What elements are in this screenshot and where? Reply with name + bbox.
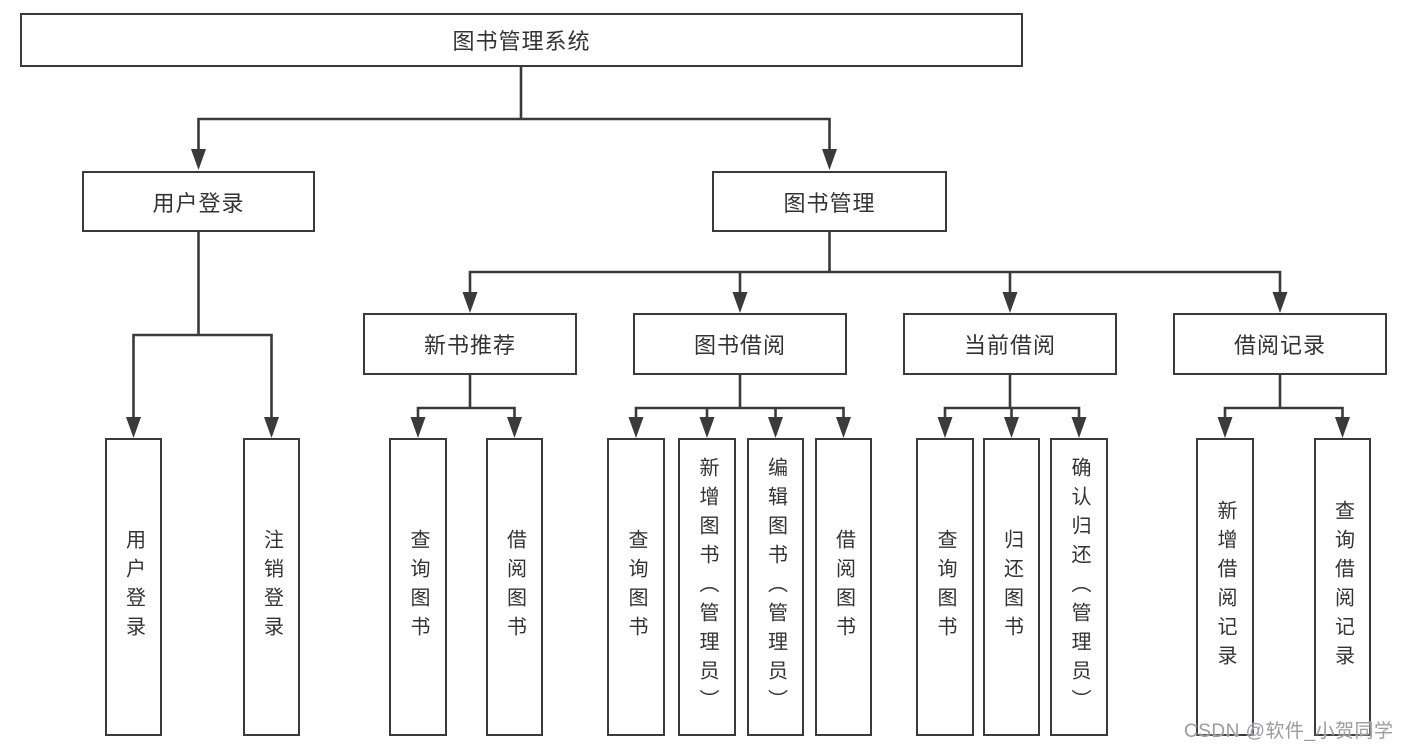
leaf-confirm-return: 确认归还（管理员） xyxy=(1050,438,1108,736)
leaf-add-books-label: 新增图书（管理员） xyxy=(696,456,718,718)
arrow-down-icon xyxy=(264,417,279,438)
leaf-query-books-borrow: 查询图书 xyxy=(607,438,665,736)
arrow-down-icon xyxy=(507,417,522,438)
leaf-borrow-books-borrow-label: 借阅图书 xyxy=(832,529,855,645)
connector-borrow-rail xyxy=(634,406,845,421)
node-root-label: 图书管理系统 xyxy=(452,29,591,54)
node-root: 图书管理系统 xyxy=(20,13,1023,67)
node-user-login-label: 用户登录 xyxy=(152,190,245,216)
leaf-borrow-books-recommend: 借阅图书 xyxy=(486,438,543,736)
leaf-add-borrow-record-label: 新增借阅记录 xyxy=(1214,500,1236,674)
leaf-query-books-borrow-label: 查询图书 xyxy=(625,529,647,645)
leaf-logout: 注销登录 xyxy=(243,438,300,736)
node-borrow-records-label: 借阅记录 xyxy=(1233,333,1326,358)
leaf-user-login-label: 用户登录 xyxy=(122,529,145,645)
node-borrow-records: 借阅记录 xyxy=(1173,313,1387,375)
node-current-borrow-label: 当前借阅 xyxy=(963,333,1056,358)
leaf-user-login: 用户登录 xyxy=(105,438,162,736)
watermark: CSDN @软件_小贺同学 xyxy=(1184,721,1394,742)
node-book-management: 图书管理 xyxy=(712,171,947,232)
connector-mgmt-rail xyxy=(468,270,1282,295)
leaf-edit-books-label: 编辑图书（管理员） xyxy=(764,456,787,718)
leaf-edit-books: 编辑图书（管理员） xyxy=(747,438,804,736)
arrow-down-icon xyxy=(1272,292,1288,313)
leaf-query-borrow-record-label: 查询借阅记录 xyxy=(1331,500,1354,674)
connector-recommend-rail xyxy=(416,406,516,421)
node-current-borrow: 当前借阅 xyxy=(903,313,1117,375)
arrow-down-icon xyxy=(768,417,783,438)
arrow-down-icon xyxy=(836,417,851,438)
node-new-book-recommend-label: 新书推荐 xyxy=(423,333,516,358)
leaf-borrow-books-borrow: 借阅图书 xyxy=(815,438,872,736)
leaf-return-books-label: 归还图书 xyxy=(1000,529,1023,645)
connector-records-rail xyxy=(1223,406,1344,421)
node-new-book-recommend: 新书推荐 xyxy=(363,313,577,375)
node-book-borrow-label: 图书借阅 xyxy=(693,333,786,358)
leaf-query-books-recommend-label: 查询图书 xyxy=(407,529,429,645)
arrow-down-icon xyxy=(1335,417,1350,438)
leaf-query-books-recommend: 查询图书 xyxy=(389,438,447,736)
arrow-down-icon xyxy=(1004,417,1019,438)
arrow-down-icon xyxy=(937,417,953,438)
arrow-down-icon xyxy=(822,149,837,170)
connector-login-rail xyxy=(132,333,273,421)
arrow-down-icon xyxy=(628,417,644,438)
arrow-down-icon xyxy=(191,149,206,170)
arrow-down-icon xyxy=(1217,417,1233,438)
leaf-add-books: 新增图书（管理员） xyxy=(678,438,736,736)
leaf-logout-label: 注销登录 xyxy=(260,529,283,645)
leaf-return-books: 归还图书 xyxy=(983,438,1040,736)
arrow-down-icon xyxy=(462,292,478,313)
arrow-down-icon xyxy=(1071,417,1087,438)
connector-root-rail xyxy=(197,117,831,152)
node-book-management-label: 图书管理 xyxy=(783,190,876,216)
arrow-down-icon xyxy=(732,292,748,313)
arrow-down-icon xyxy=(699,417,715,438)
arrow-down-icon xyxy=(126,417,141,438)
arrow-down-icon xyxy=(410,417,426,438)
leaf-query-borrow-record: 查询借阅记录 xyxy=(1314,438,1371,736)
leaf-borrow-books-recommend-label: 借阅图书 xyxy=(503,529,526,645)
leaf-add-borrow-record: 新增借阅记录 xyxy=(1196,438,1254,736)
node-book-borrow: 图书借阅 xyxy=(633,313,847,375)
leaf-confirm-return-label: 确认归还（管理员） xyxy=(1068,456,1090,718)
leaf-query-books-current: 查询图书 xyxy=(916,438,974,736)
arrow-down-icon xyxy=(1002,292,1018,313)
node-user-login: 用户登录 xyxy=(82,171,315,232)
leaf-query-books-current-label: 查询图书 xyxy=(934,529,956,645)
